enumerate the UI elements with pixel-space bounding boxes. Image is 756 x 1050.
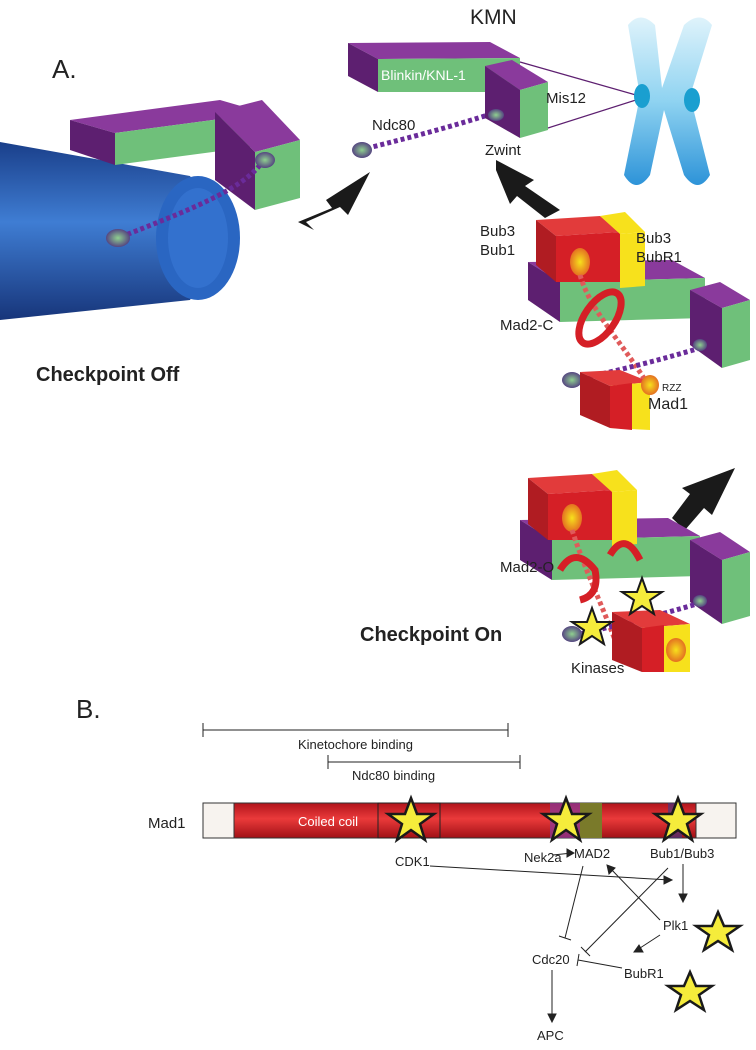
bub1-bub3-label: Bub1/Bub3 — [650, 846, 714, 861]
cdk1-label: CDK1 — [395, 854, 430, 869]
rzz-label: RZZ — [662, 383, 681, 394]
star-icon — [663, 968, 717, 1013]
mad1-domain-bar — [202, 802, 737, 839]
bub1-label: Bub1 — [480, 242, 515, 259]
double-arrow-icon — [672, 468, 735, 538]
zwint-label: Zwint — [485, 142, 522, 159]
chromosome-icon — [624, 17, 712, 185]
ndc80-binding-label: Ndc80 binding — [352, 768, 435, 783]
bubr1-b-label: BubR1 — [624, 966, 664, 981]
star-icon — [539, 794, 593, 844]
kmn-complex-icon — [348, 42, 548, 138]
double-arrow-icon — [298, 172, 370, 230]
microtubule-icon — [0, 142, 240, 320]
pathway-arrows — [429, 848, 688, 1024]
checkpoint-off-label: Checkpoint Off — [36, 364, 180, 386]
apc-label: APC — [537, 1028, 564, 1043]
star-icon — [651, 794, 705, 844]
mis12-label: Mis12 — [546, 90, 586, 107]
kmn-label: KMN — [470, 6, 517, 29]
star-icon — [618, 575, 666, 617]
checkpoint-complex-off-icon — [528, 212, 750, 430]
cdc20-label: Cdc20 — [532, 952, 570, 967]
plk1-label: Plk1 — [663, 918, 688, 933]
star-icon — [384, 794, 438, 844]
bub3-left-label: Bub3 — [480, 223, 515, 240]
kinetochore-binding-bracket — [202, 723, 509, 737]
kinetochore-binding-label: Kinetochore binding — [298, 737, 413, 752]
bub3-right-label: Bub3 — [636, 230, 671, 247]
panel-b-letter: B. — [76, 694, 101, 724]
checkpoint-complex-on-icon — [520, 470, 750, 672]
star-icon — [568, 605, 616, 647]
mad2c-label: Mad2-C — [500, 317, 554, 334]
double-arrow-icon — [496, 160, 560, 218]
ndc80-complex-icon — [352, 112, 489, 158]
mad1-domain-label: Mad1 — [148, 815, 186, 832]
blinkin-label: Blinkin/KNL-1 — [381, 67, 466, 83]
coiled-coil-label: Coiled coil — [298, 814, 358, 829]
star-icon — [691, 908, 745, 953]
checkpoint-on-label: Checkpoint On — [360, 624, 502, 646]
mad2-label: MAD2 — [574, 846, 610, 861]
kinetochore-complex-icon — [70, 100, 300, 247]
nek2a-label: Nek2a — [524, 850, 562, 865]
kinases-label: Kinases — [571, 660, 624, 677]
ndc80-label: Ndc80 — [372, 117, 415, 134]
ndc80-binding-bracket — [327, 755, 521, 769]
mad2o-label: Mad2-O — [500, 559, 554, 576]
panel-a-letter: A. — [52, 54, 77, 84]
bubr1-label: BubR1 — [636, 249, 682, 266]
mad1-a-label: Mad1 — [648, 396, 688, 413]
